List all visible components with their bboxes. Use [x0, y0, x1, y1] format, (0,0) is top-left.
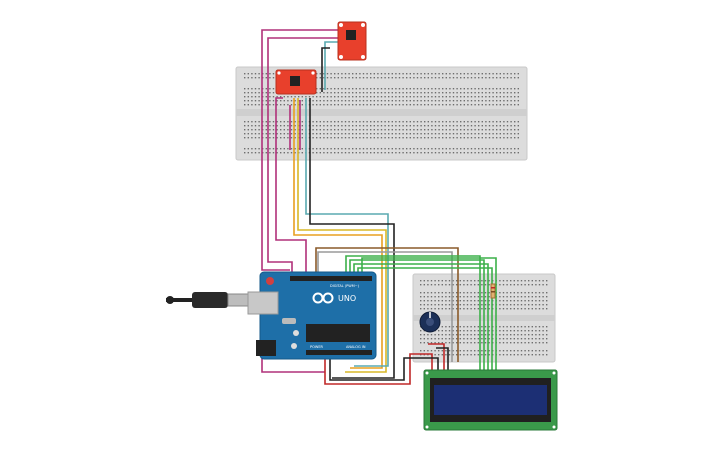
- wire-black-4: [436, 347, 449, 372]
- wire-magenta-3: [275, 97, 307, 272]
- wire-black-3: [329, 350, 439, 381]
- power-label: POWER: [310, 345, 324, 349]
- wire-orange-1: [293, 98, 383, 369]
- wire-green-3: [353, 263, 489, 372]
- wire-green-1: [345, 255, 481, 372]
- digital-label: DIGITAL (PWM~): [330, 284, 360, 288]
- atmega-chip: [306, 324, 370, 342]
- sensor-breakout-breadboard[interactable]: [275, 69, 317, 95]
- wire-black-2: [321, 47, 330, 92]
- reset-button[interactable]: [266, 277, 274, 285]
- digital-header: [290, 276, 372, 281]
- usb-cable: [166, 292, 251, 308]
- sensor-breakout-top[interactable]: [337, 21, 367, 61]
- potentiometer[interactable]: [419, 311, 441, 333]
- wire-red-2: [428, 343, 445, 372]
- wire-teal-1: [324, 41, 338, 90]
- wire-red-1: [324, 350, 433, 385]
- wire-green-2: [349, 259, 485, 372]
- wires: [261, 29, 497, 385]
- wire-magenta-2: [267, 37, 338, 272]
- analog-label: ANALOG IN: [346, 345, 366, 349]
- board-brand: UNO: [338, 294, 356, 303]
- analog-power-header: [306, 350, 372, 355]
- wire-brown-1: [315, 247, 459, 362]
- breadboard-holes: [420, 280, 548, 356]
- wire-magenta-1: [261, 29, 338, 271]
- wire-teal-2: [305, 98, 389, 367]
- lcd-display[interactable]: [423, 369, 558, 431]
- wire-gray-1: [317, 251, 453, 362]
- arduino-infinity-icon: [312, 292, 334, 304]
- wire-black-1: [309, 98, 395, 379]
- wire-green-4: [357, 267, 493, 372]
- resistor: [490, 283, 496, 299]
- wire-green-5: [361, 257, 497, 372]
- wire-yellow-1: [297, 98, 387, 373]
- arduino-uno-board[interactable]: UNO DIGITAL (PWM~) POWER ANALOG IN: [247, 271, 377, 360]
